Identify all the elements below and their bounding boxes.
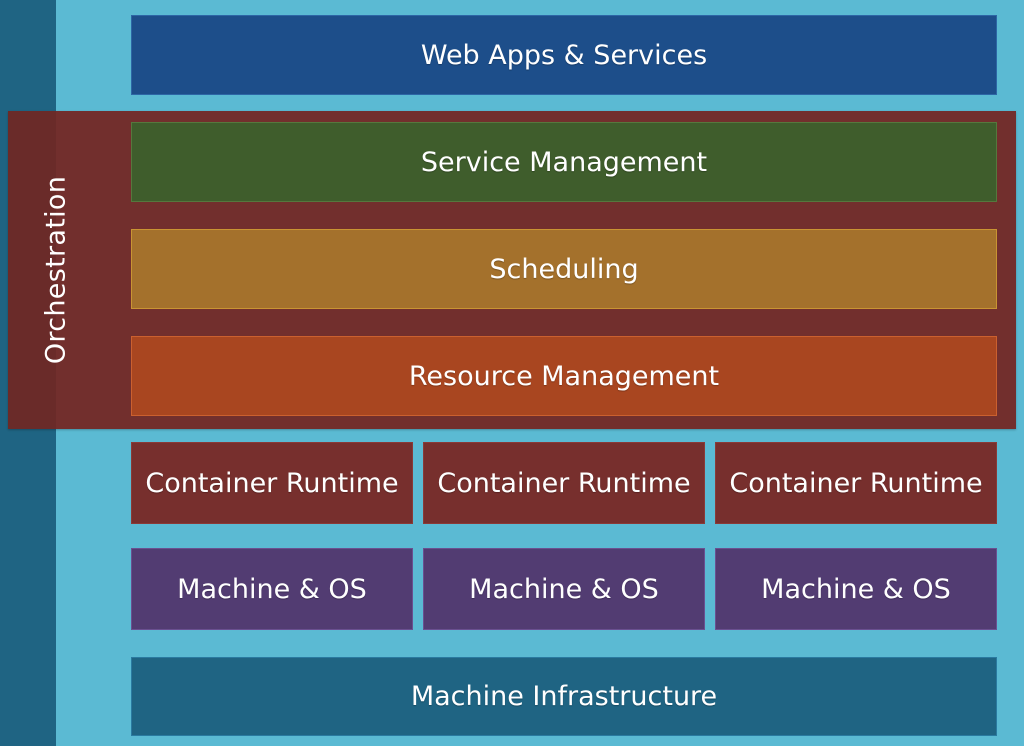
scheduling-layer: Scheduling bbox=[131, 229, 997, 309]
machine-os-label: Machine & OS bbox=[177, 573, 367, 605]
resource-management-label: Resource Management bbox=[408, 360, 720, 392]
scheduling-label: Scheduling bbox=[489, 253, 639, 285]
container-runtime-label: Container Runtime bbox=[145, 467, 399, 499]
container-runtime-label: Container Runtime bbox=[437, 467, 691, 499]
container-runtime-label: Container Runtime bbox=[729, 467, 983, 499]
machine-infrastructure-layer: Machine Infrastructure bbox=[131, 657, 997, 736]
machine-infrastructure-label: Machine Infrastructure bbox=[410, 681, 718, 712]
orchestration-side-panel bbox=[8, 111, 56, 429]
container-runtime-box-2: Container Runtime bbox=[423, 442, 705, 524]
service-management-label: Service Management bbox=[420, 146, 708, 178]
machine-os-box-2: Machine & OS bbox=[423, 548, 705, 630]
web-apps-services-label: Web Apps & Services bbox=[420, 39, 708, 71]
machine-os-box-3: Machine & OS bbox=[715, 548, 997, 630]
machine-os-label: Machine & OS bbox=[469, 573, 659, 605]
machine-os-box-1: Machine & OS bbox=[131, 548, 413, 630]
orchestration-label: Orchestration bbox=[40, 175, 72, 365]
machine-os-label: Machine & OS bbox=[761, 573, 951, 605]
resource-management-layer: Resource Management bbox=[131, 336, 997, 416]
service-management-layer: Service Management bbox=[131, 122, 997, 202]
web-apps-services-layer: Web Apps & Services bbox=[131, 15, 997, 95]
container-runtime-box-3: Container Runtime bbox=[715, 442, 997, 524]
container-runtime-box-1: Container Runtime bbox=[131, 442, 413, 524]
